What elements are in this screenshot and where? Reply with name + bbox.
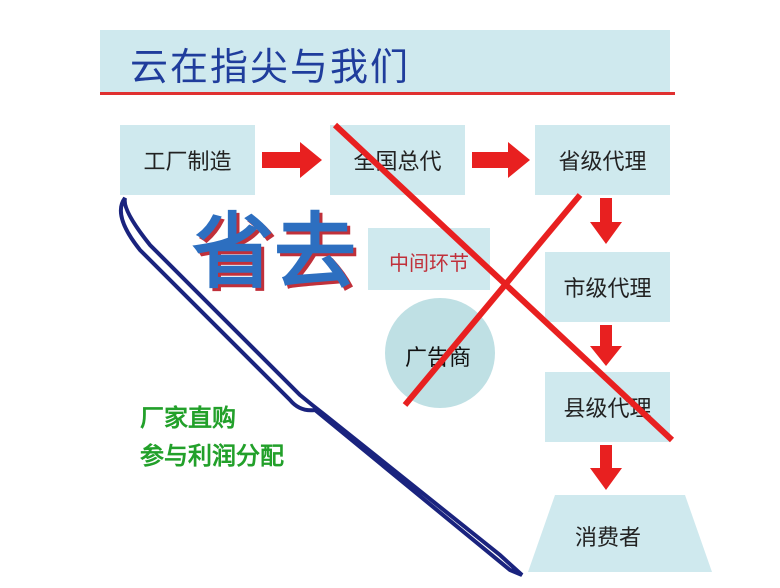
title-bar bbox=[100, 30, 670, 92]
omit-label: 省去 bbox=[192, 205, 357, 300]
direct-line1: 厂家直购 bbox=[140, 404, 236, 432]
city-box: 市级代理 bbox=[545, 252, 670, 322]
arrow-icon bbox=[590, 325, 622, 366]
title-underline bbox=[100, 92, 675, 95]
arrow-icon bbox=[590, 198, 622, 244]
brace-icon bbox=[119, 196, 524, 577]
provincial-box: 省级代理 bbox=[535, 125, 670, 195]
direct-line2: 参与利润分配 bbox=[140, 442, 284, 470]
middle-label: 中间环节 bbox=[389, 251, 469, 275]
consumer-trapezoid bbox=[528, 495, 712, 572]
cross-line bbox=[402, 193, 583, 407]
arrow-icon bbox=[590, 445, 622, 490]
factory-box: 工厂制造 bbox=[120, 125, 255, 195]
arrow-icon bbox=[472, 142, 530, 178]
arrow-icon bbox=[262, 142, 322, 178]
page-title: 云在指尖与我们 bbox=[130, 45, 411, 89]
middle-box bbox=[368, 228, 490, 290]
consumer-label: 消费者 bbox=[575, 526, 642, 551]
